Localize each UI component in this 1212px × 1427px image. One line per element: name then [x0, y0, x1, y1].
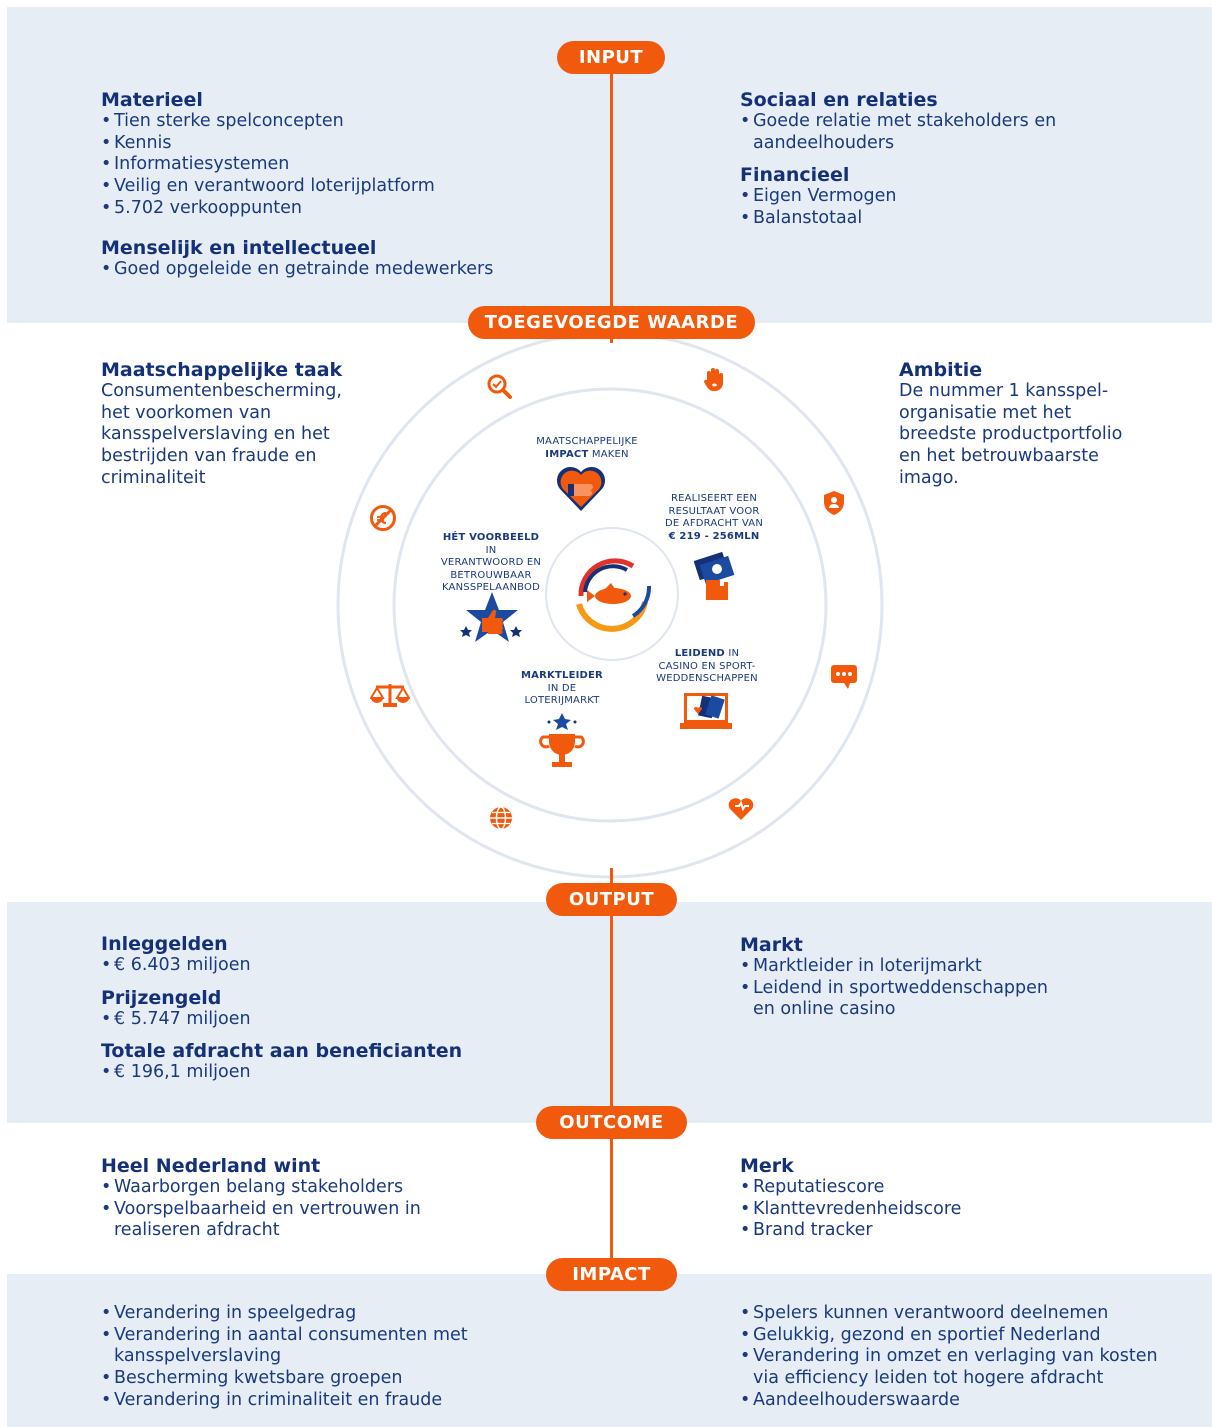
ambitie-title: Ambitie [899, 359, 983, 381]
list-item: Eigen Vermogen [740, 186, 1070, 208]
list-item: Tien sterke spelconcepten [101, 111, 561, 133]
financieel-title: Financieel [740, 164, 850, 187]
list-item: Verandering in aantal consumenten met ka… [101, 1325, 481, 1368]
menselijk-list: Goed opgeleide en getrainde medewerkers [101, 259, 561, 281]
list-item: Veilig en verantwoord loterijplatform [101, 176, 561, 198]
star-thumb-icon [460, 592, 522, 642]
list-item: Aandeelhouderswaarde [740, 1390, 1160, 1412]
list-item: Gelukkig, gezond en sportief Nederland [740, 1325, 1160, 1347]
output-left-block: Inleggelden € 6.403 miljoen Prijzengeld … [101, 933, 561, 1084]
leidend-label: LEIDEND IN CASINO EN SPORT- WEDDENSCHAPP… [656, 648, 758, 684]
globe-icon [490, 806, 512, 830]
list-item: Marktleider in loterijmarkt [740, 956, 1060, 978]
money-hand-icon [694, 551, 735, 600]
list-item: Voorspelbaarheid en vertrouwen in realis… [101, 1199, 441, 1242]
resultaat-label: REALISEERT EEN RESULTAAT VOOR DE AFDRACH… [664, 493, 763, 542]
shield-icon [824, 491, 844, 515]
flow-line-bottom-segment [610, 868, 613, 888]
materieel-title: Materieel [101, 89, 203, 111]
sociaal-title: Sociaal en relaties [740, 89, 938, 111]
list-item: Spelers kunnen verantwoord deelnemen [740, 1303, 1160, 1325]
hand-icon [703, 368, 723, 391]
pill-toegevoegde-waarde: TOEGEVOEGDE WAARDE [468, 306, 755, 339]
list-item: Verandering in omzet en verlaging van ko… [740, 1346, 1160, 1389]
maatschappelijke-taak-title: Maatschappelijke taak [101, 359, 343, 381]
pill-input: INPUT [557, 41, 665, 74]
list-item: Verandering in speelgedrag [101, 1303, 481, 1325]
list-item: € 6.403 miljoen [101, 955, 561, 977]
sociaal-list: Goede relatie met stakeholders en aandee… [740, 111, 1070, 154]
scales-icon [370, 684, 410, 707]
inleggelden-title: Inleggelden [101, 933, 228, 955]
afdracht-title: Totale afdracht aan beneficianten [101, 1040, 463, 1063]
outcome-right-block: Merk Reputatiescore Klanttevredenheidsco… [740, 1155, 1060, 1242]
list-item: € 196,1 miljoen [101, 1062, 561, 1084]
chat-icon [831, 665, 857, 689]
list-item: Klanttevredenheidscore [740, 1199, 1060, 1221]
impact-label: MAATSCHAPPELIJKE IMPACT MAKEN [536, 436, 638, 460]
trophy-icon [539, 713, 585, 767]
input-right-block: Sociaal en relaties Goede relatie met st… [740, 89, 1070, 230]
pill-outcome: OUTCOME [536, 1106, 687, 1139]
laptop-cards-icon [680, 693, 732, 729]
heel-nederland-wint-title: Heel Nederland wint [101, 1155, 321, 1177]
list-item: Balanstotaal [740, 208, 1070, 230]
ambitie-block: Ambitie De nummer 1 kansspel-organisatie… [899, 359, 1124, 490]
maatschappelijke-taak-block: Maatschappelijke taak Consumentenbescher… [101, 359, 346, 490]
prijzengeld-title: Prijzengeld [101, 986, 222, 1009]
list-item: 5.702 verkooppunten [101, 198, 561, 220]
heart-thumb-icon [557, 466, 605, 511]
list-item: Informatiesystemen [101, 154, 561, 176]
list-item: Kennis [101, 133, 561, 155]
materieel-list: Tien sterke spelconcepten Kennis Informa… [101, 111, 561, 220]
heart-icon [728, 798, 754, 820]
list-item: Verandering in criminaliteit en fraude [101, 1390, 481, 1412]
list-item: Leidend in sportweddenschappen en online… [740, 978, 1060, 1021]
voorbeeld-label: HÉT VOORBEELD IN VERANTWOORD EN BETROUWB… [440, 532, 542, 593]
impact-right-block: Spelers kunnen verantwoord deelnemen Gel… [740, 1303, 1160, 1412]
merk-title: Merk [740, 1155, 794, 1177]
input-left-block: Materieel Tien sterke spelconcepten Kenn… [101, 89, 561, 280]
impact-left-block: Verandering in speelgedrag Verandering i… [101, 1303, 481, 1412]
marktleider-label: MARKTLEIDER IN DE LOTERIJMARKT [521, 670, 603, 706]
list-item: Brand tracker [740, 1220, 1060, 1242]
list-item: Bescherming kwetsbare groepen [101, 1368, 481, 1390]
search-icon [487, 374, 512, 399]
markt-title: Markt [740, 934, 803, 956]
financieel-list: Eigen Vermogen Balanstotaal [740, 186, 1070, 229]
list-item: Goede relatie met stakeholders en aandee… [740, 111, 1070, 154]
list-item: Reputatiescore [740, 1177, 1060, 1199]
list-item: Waarborgen belang stakeholders [101, 1177, 441, 1199]
outcome-left-block: Heel Nederland wint Waarborgen belang st… [101, 1155, 441, 1242]
lotto-fish-logo [576, 558, 652, 632]
no-euro-icon [370, 505, 396, 531]
pill-impact: IMPACT [546, 1258, 677, 1291]
list-item: € 5.747 miljoen [101, 1009, 561, 1031]
pill-output: OUTPUT [546, 883, 677, 916]
ambitie-text: De nummer 1 kansspel-organisatie met het… [899, 381, 1123, 488]
maatschappelijke-taak-text: Consumentenbescherming, het voorkomen va… [101, 381, 342, 488]
output-right-block: Markt Marktleider in loterijmarkt Leiden… [740, 934, 1060, 1021]
list-item: Goed opgeleide en getrainde medewerkers [101, 259, 561, 281]
menselijk-title: Menselijk en intellectueel [101, 236, 377, 259]
